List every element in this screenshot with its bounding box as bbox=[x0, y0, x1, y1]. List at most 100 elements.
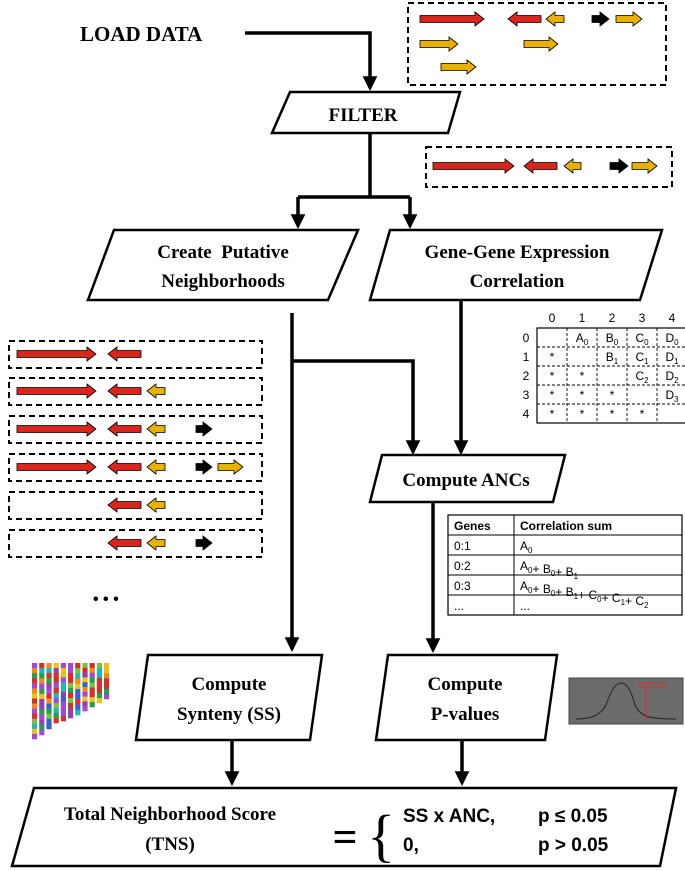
synteny-segment bbox=[53, 713, 59, 719]
synteny-segment bbox=[32, 703, 38, 709]
matrix-col-header: 2 bbox=[609, 311, 616, 325]
gene-panels bbox=[8, 2, 673, 558]
synteny-segment bbox=[32, 733, 38, 740]
synteny-segment bbox=[82, 672, 88, 678]
synteny-segment bbox=[96, 683, 102, 689]
synteny-segment bbox=[104, 683, 110, 690]
compute-ancs-node: Compute ANCs bbox=[368, 453, 567, 504]
gene-red bbox=[107, 535, 142, 551]
synteny-segment bbox=[39, 724, 45, 731]
compute-synteny-node: Compute Synteny (SS) bbox=[134, 653, 324, 742]
filtered-data-panel bbox=[425, 146, 673, 188]
synteny-segment bbox=[32, 708, 38, 714]
synteny-segment bbox=[104, 663, 110, 669]
synteny-segment bbox=[39, 704, 45, 710]
synteny-segment bbox=[96, 663, 102, 669]
synteny-segment bbox=[46, 678, 52, 684]
matrix-col-header: 1 bbox=[579, 311, 586, 325]
synteny-segment bbox=[39, 678, 45, 684]
synteny-segment bbox=[68, 678, 74, 684]
synteny-segment bbox=[39, 693, 45, 700]
synteny-segment bbox=[68, 713, 74, 719]
synteny-segment bbox=[89, 692, 95, 698]
arrow-load-to-filter bbox=[245, 31, 378, 91]
synteny-segment bbox=[46, 698, 52, 704]
synteny-segment bbox=[39, 729, 45, 736]
matrix-col-header: 0 bbox=[549, 311, 556, 325]
matrix-cell: A0 bbox=[576, 331, 589, 347]
tns-node: Total Neighborhood Score (TNS) = { SS x … bbox=[10, 786, 678, 868]
synteny-segment bbox=[82, 667, 88, 673]
table-cell-text: Genes bbox=[454, 519, 491, 533]
synteny-segment bbox=[32, 688, 38, 694]
synteny-segment bbox=[60, 696, 66, 702]
synteny-segment bbox=[60, 706, 66, 712]
synteny-segment bbox=[46, 708, 52, 715]
synteny-segment bbox=[39, 683, 45, 690]
synteny-segment bbox=[82, 663, 88, 669]
synteny-segment bbox=[32, 663, 38, 669]
synteny-segment bbox=[53, 708, 59, 714]
gene-yellow bbox=[146, 459, 166, 475]
gene-red bbox=[107, 497, 142, 513]
synteny-segment bbox=[60, 716, 66, 722]
ellipsis: • • • bbox=[93, 591, 119, 608]
gene-correlation-line1: Gene-Gene Expression bbox=[425, 242, 610, 263]
synteny-segment bbox=[39, 673, 45, 679]
synteny-segment bbox=[53, 693, 59, 699]
synteny-segment bbox=[96, 668, 102, 674]
gene-yellow bbox=[146, 535, 166, 551]
matrix-cell: D0 bbox=[665, 331, 679, 347]
synteny-segment bbox=[32, 723, 38, 730]
tns-case1-cond: p ≤ 0.05 bbox=[538, 806, 608, 827]
matrix-border bbox=[536, 327, 685, 424]
filter-node: FILTER bbox=[270, 90, 462, 135]
matrix-cell: B1 bbox=[606, 350, 619, 366]
synteny-segment bbox=[89, 663, 95, 669]
synteny-segment bbox=[75, 694, 81, 700]
matrix-cell: * bbox=[640, 407, 645, 421]
synteny-segment bbox=[53, 718, 59, 724]
compute-pvalues-line1: Compute bbox=[428, 674, 503, 695]
matrix-cell: * bbox=[550, 350, 555, 364]
gene-red bbox=[107, 346, 142, 362]
gene-red bbox=[107, 459, 142, 475]
gene-yellow bbox=[523, 36, 559, 52]
synteny-segment bbox=[53, 683, 59, 689]
synteny-segment bbox=[60, 663, 66, 669]
synteny-segment bbox=[46, 683, 52, 689]
synteny-segment bbox=[46, 663, 52, 669]
compute-synteny-line2: Synteny (SS) bbox=[177, 704, 281, 725]
synteny-segment bbox=[39, 699, 45, 705]
synteny-segment bbox=[96, 698, 102, 704]
synteny-segment bbox=[68, 708, 74, 714]
synteny-segment bbox=[104, 673, 110, 679]
synteny-segment bbox=[104, 668, 110, 674]
synteny-segment bbox=[53, 668, 59, 674]
create-neighborhoods-node: Create Putative Neighborhoods bbox=[86, 228, 360, 302]
synteny-thumbnail bbox=[32, 663, 110, 740]
synteny-segment bbox=[53, 698, 59, 704]
synteny-segment bbox=[68, 663, 74, 669]
synteny-segment bbox=[32, 728, 38, 735]
table-cell-text: 0:3 bbox=[454, 579, 471, 593]
synteny-segment bbox=[68, 703, 74, 709]
synteny-segment bbox=[60, 687, 66, 693]
synteny-segment bbox=[68, 693, 74, 699]
synteny-segment bbox=[89, 682, 95, 688]
matrix-cell: * bbox=[580, 369, 585, 383]
tns-equals: = bbox=[332, 813, 357, 862]
synteny-segment bbox=[60, 682, 66, 688]
synteny-segment bbox=[60, 672, 66, 678]
gene-yellow bbox=[419, 36, 459, 52]
synteny-segment bbox=[89, 667, 95, 674]
synteny-segment bbox=[89, 677, 95, 683]
synteny-segment bbox=[53, 678, 59, 684]
synteny-segment bbox=[75, 678, 81, 685]
gene-black bbox=[591, 11, 610, 27]
gene-red bbox=[523, 158, 558, 174]
synteny-segment bbox=[32, 678, 38, 684]
synteny-segment bbox=[53, 703, 59, 709]
table-cell-text: A0+ B0+ B1 bbox=[520, 559, 579, 581]
synteny-segment bbox=[60, 701, 66, 707]
